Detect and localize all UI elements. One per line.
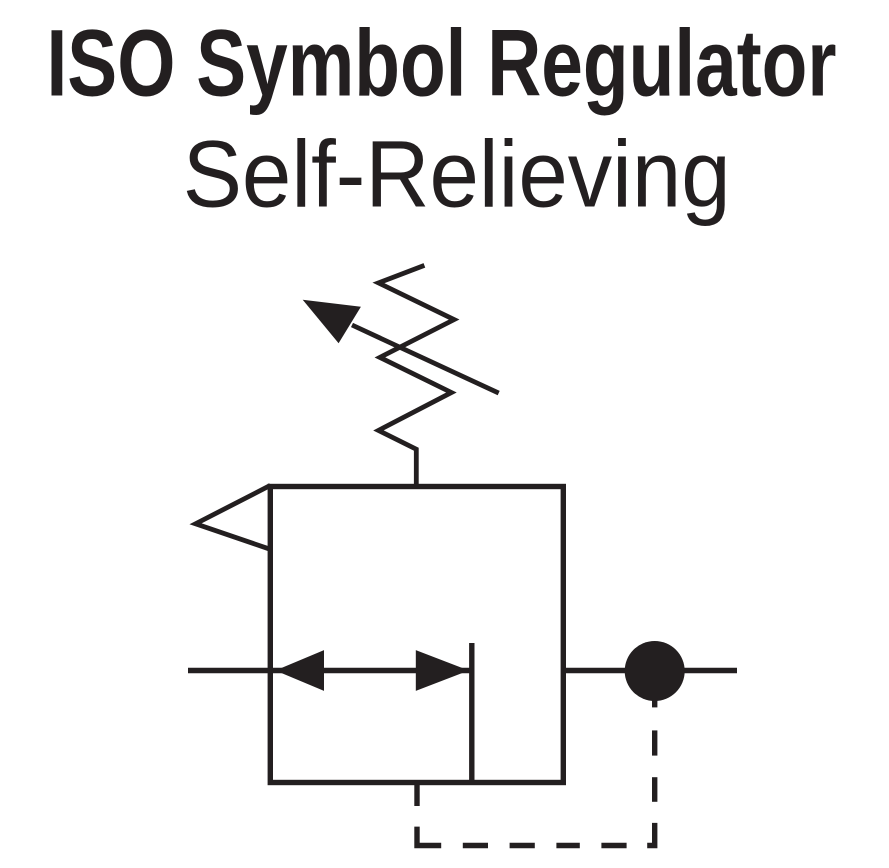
svg-text:ISO Symbol Regulator: ISO Symbol Regulator — [47, 11, 837, 117]
svg-text:Self-Relieving: Self-Relieving — [183, 122, 731, 228]
